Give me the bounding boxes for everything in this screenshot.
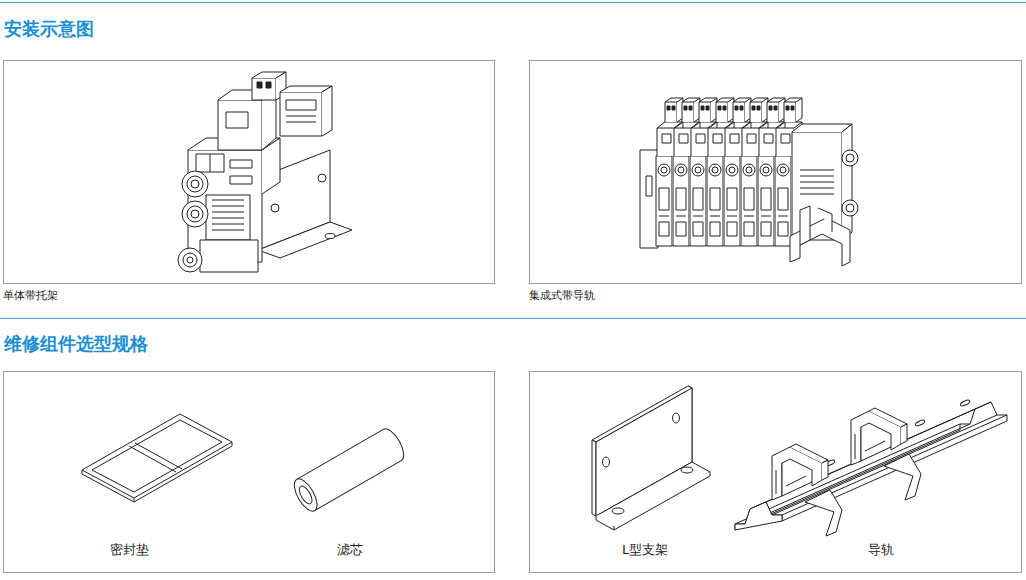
- part-name: 密封垫: [110, 542, 149, 558]
- part-name: 导轨: [868, 542, 894, 558]
- figure-caption: 集成式带导轨: [529, 289, 595, 302]
- section-heading: 安装示意图: [4, 18, 94, 40]
- part-name: 滤芯: [337, 542, 363, 558]
- figure-caption: 单体带托架: [3, 289, 58, 302]
- section-heading: 维修组件选型规格: [4, 333, 148, 355]
- part-name: L型支架: [622, 542, 668, 558]
- figure-panel: 密封垫 滤芯: [3, 371, 495, 573]
- figure-panel: 单体带托架: [3, 60, 495, 284]
- figure-panel: 集成式带导轨: [529, 60, 1022, 284]
- figure-panel: L型支架 导轨: [529, 371, 1022, 573]
